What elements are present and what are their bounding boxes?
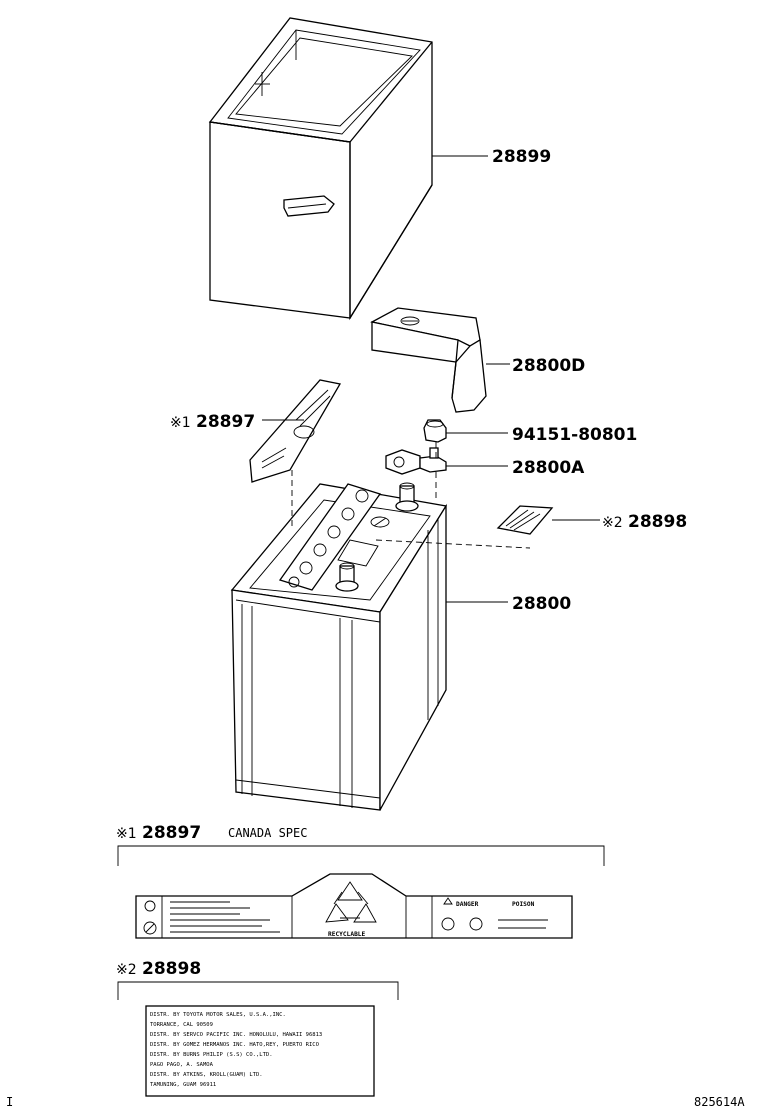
callout-mark-1: ※1 bbox=[170, 415, 191, 431]
no-fire-icon bbox=[143, 921, 157, 935]
terminal-clamp-drawing bbox=[385, 447, 447, 475]
poison-word: POISON bbox=[512, 901, 535, 908]
bolt-drawing bbox=[423, 419, 447, 443]
detail-canada-label: ※1 28897 CANADA SPEC RECYCLABLE DANGER bbox=[116, 823, 605, 939]
callout-mark-2: ※2 bbox=[602, 515, 623, 531]
distributor-line: DISTR. BY BURNS PHILIP (S.S) CO.,LTD. bbox=[150, 1052, 273, 1058]
distributor-line: PAGO PAGO, A. SAMOA bbox=[150, 1062, 214, 1068]
callout-28897: 28897 bbox=[196, 412, 255, 432]
illustration-code: 825614A bbox=[694, 1095, 745, 1109]
distributor-line: TAMUNING, GUAM 96911 bbox=[150, 1082, 216, 1088]
detail-distributor-label: ※2 28898 DISTR. BY TOYOTA MOTOR SALES, U… bbox=[116, 959, 399, 1097]
terminal-cover-drawing bbox=[370, 307, 487, 413]
footer-mark: I bbox=[6, 1095, 13, 1109]
hold-down-frame-drawing bbox=[208, 17, 433, 321]
recycle-icon bbox=[325, 881, 377, 923]
callout-28800a: 28800A bbox=[512, 458, 585, 478]
callout-28899: 28899 bbox=[492, 147, 551, 167]
recycle-caption: RECYCLABLE bbox=[328, 931, 366, 938]
battery-drawing bbox=[230, 482, 448, 811]
detail2-mark: ※2 bbox=[116, 962, 137, 978]
callout-94151-80801: 94151-80801 bbox=[512, 425, 637, 445]
distributor-label-drawing bbox=[496, 505, 554, 535]
acid-warning-icon bbox=[441, 917, 455, 931]
distributor-line: DISTR. BY SERVCO PACIFIC INC. HONOLULU, … bbox=[150, 1032, 322, 1038]
detail1-spec: CANADA SPEC bbox=[228, 826, 307, 840]
hazard-icon bbox=[144, 900, 156, 912]
callout-28898: 28898 bbox=[628, 512, 687, 532]
distributor-line: DISTR. BY TOYOTA MOTOR SALES, U.S.A.,INC… bbox=[150, 1012, 286, 1018]
distributor-line: DISTR. BY ATKINS, KROLL(GUAM) LTD. bbox=[150, 1072, 263, 1078]
detail1-mark: ※1 bbox=[116, 826, 137, 842]
distributor-line: DISTR. BY GOMEZ HERMANOS INC. HATO,REY, … bbox=[150, 1042, 319, 1048]
callout-28800: 28800 bbox=[512, 594, 571, 614]
callout-28800d: 28800D bbox=[512, 356, 585, 376]
detail1-part: 28897 bbox=[142, 823, 201, 843]
distributor-line: TORRANCE, CAL 90509 bbox=[150, 1022, 213, 1028]
danger-word: DANGER bbox=[456, 901, 479, 908]
eye-protection-icon bbox=[469, 917, 483, 931]
canada-label-strip-drawing bbox=[249, 379, 342, 483]
danger-triangle-icon bbox=[443, 897, 453, 905]
detail2-part: 28898 bbox=[142, 959, 201, 979]
